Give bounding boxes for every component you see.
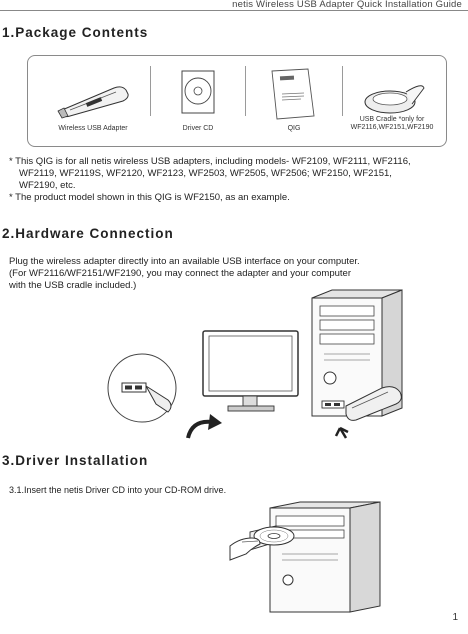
caption-driver-cd: Driver CD (182, 125, 214, 132)
divider (245, 66, 246, 116)
hardware-line-1: Plug the wireless adapter directly into … (9, 256, 360, 267)
hardware-line-3: with the USB cradle included.) (9, 280, 137, 291)
section-title-package-contents: 1.Package Contents (2, 25, 149, 40)
cd-insertion-illustration (229, 501, 381, 613)
caption-usb-cradle: USB Cradle *only for WF2116,WF2151,WF219… (344, 116, 440, 132)
package-notes: * This QIG is for all netis wireless USB… (9, 156, 411, 204)
package-contents-box (27, 55, 447, 147)
header-rule (0, 10, 468, 11)
note-line-4: * The product model shown in this QIG is… (9, 192, 290, 203)
note-line-2: WF2119, WF2119S, WF2120, WF2123, WF2503,… (19, 168, 392, 179)
caption-usb-cradle-line1: USB Cradle *only for (359, 116, 425, 123)
divider (342, 66, 343, 116)
note-line-3: WF2190, etc. (19, 180, 76, 191)
usb-cradle-illustration (364, 85, 425, 114)
section-title-driver-installation: 3.Driver Installation (2, 453, 149, 468)
usb-adapter-illustration (57, 86, 129, 119)
divider (150, 66, 151, 116)
hardware-connection-illustration (107, 289, 403, 439)
caption-qig: QIG (287, 125, 301, 132)
qig-booklet-illustration (271, 68, 315, 120)
section-title-hardware-connection: 2.Hardware Connection (2, 226, 174, 241)
page-number: 1 (452, 612, 458, 623)
driver-step-3-1: 3.1.Insert the netis Driver CD into your… (9, 485, 227, 495)
caption-usb-cradle-line2: WF2116,WF2151,WF2190 (350, 124, 434, 131)
hardware-instructions: Plug the wireless adapter directly into … (9, 256, 360, 292)
hardware-line-2: (For WF2116/WF2151/WF2190, you may conne… (9, 268, 351, 279)
driver-cd-illustration (181, 70, 215, 114)
caption-usb-adapter: Wireless USB Adapter (58, 125, 128, 132)
note-line-1: * This QIG is for all netis wireless USB… (9, 156, 411, 167)
header-title: netis Wireless USB Adapter Quick Install… (228, 0, 462, 10)
